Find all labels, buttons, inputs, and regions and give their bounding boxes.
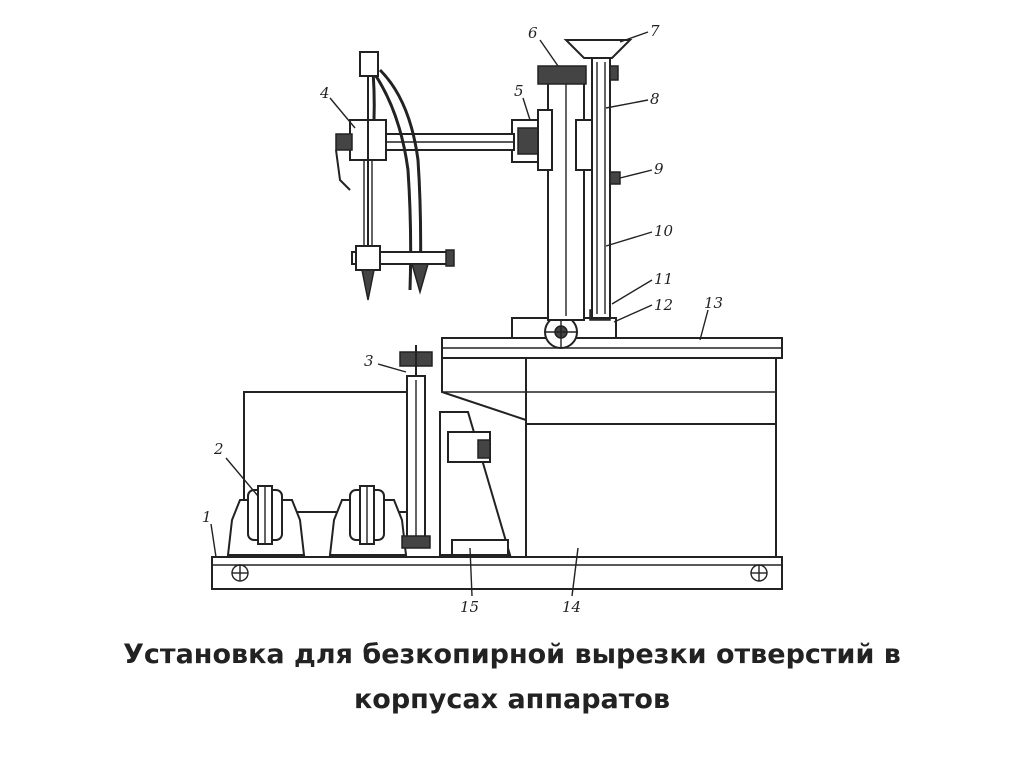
clamp-rod: [399, 345, 433, 549]
figure-caption: Установка для безкопирной вырезки отверс…: [0, 632, 1024, 722]
table-cabinet: [441, 337, 783, 557]
carriage: [511, 109, 553, 171]
callout-10: 10: [654, 222, 674, 240]
caption-line-2: корпусах аппаратов: [353, 684, 671, 715]
callout-15: 15: [460, 598, 479, 616]
callout-7: 7: [650, 22, 660, 40]
roller-support-left: [226, 485, 306, 556]
callout-12: 12: [654, 296, 673, 314]
callout-3: 3: [364, 352, 374, 370]
leader-lines: [210, 31, 709, 597]
screw-column: [563, 39, 633, 319]
callout-11: 11: [654, 270, 673, 288]
callout-2: 2: [213, 440, 224, 458]
callout-13: 13: [704, 294, 723, 312]
base-plate: [211, 556, 783, 590]
callout-5: 5: [514, 82, 524, 100]
callout-1: 1: [202, 508, 212, 526]
caption-line-1: Установка для безкопирной вырезки отверс…: [123, 639, 901, 670]
callout-9: 9: [654, 160, 664, 178]
roller-support-right: [328, 485, 408, 556]
callout-4: 4: [319, 84, 330, 102]
horizontal-arm: [377, 133, 515, 151]
main-column: [537, 65, 587, 321]
callout-14: 14: [562, 598, 581, 616]
callout-6: 6: [528, 24, 538, 42]
bracket: [439, 411, 512, 556]
callout-8: 8: [650, 90, 660, 108]
cutter-head: [335, 51, 455, 301]
